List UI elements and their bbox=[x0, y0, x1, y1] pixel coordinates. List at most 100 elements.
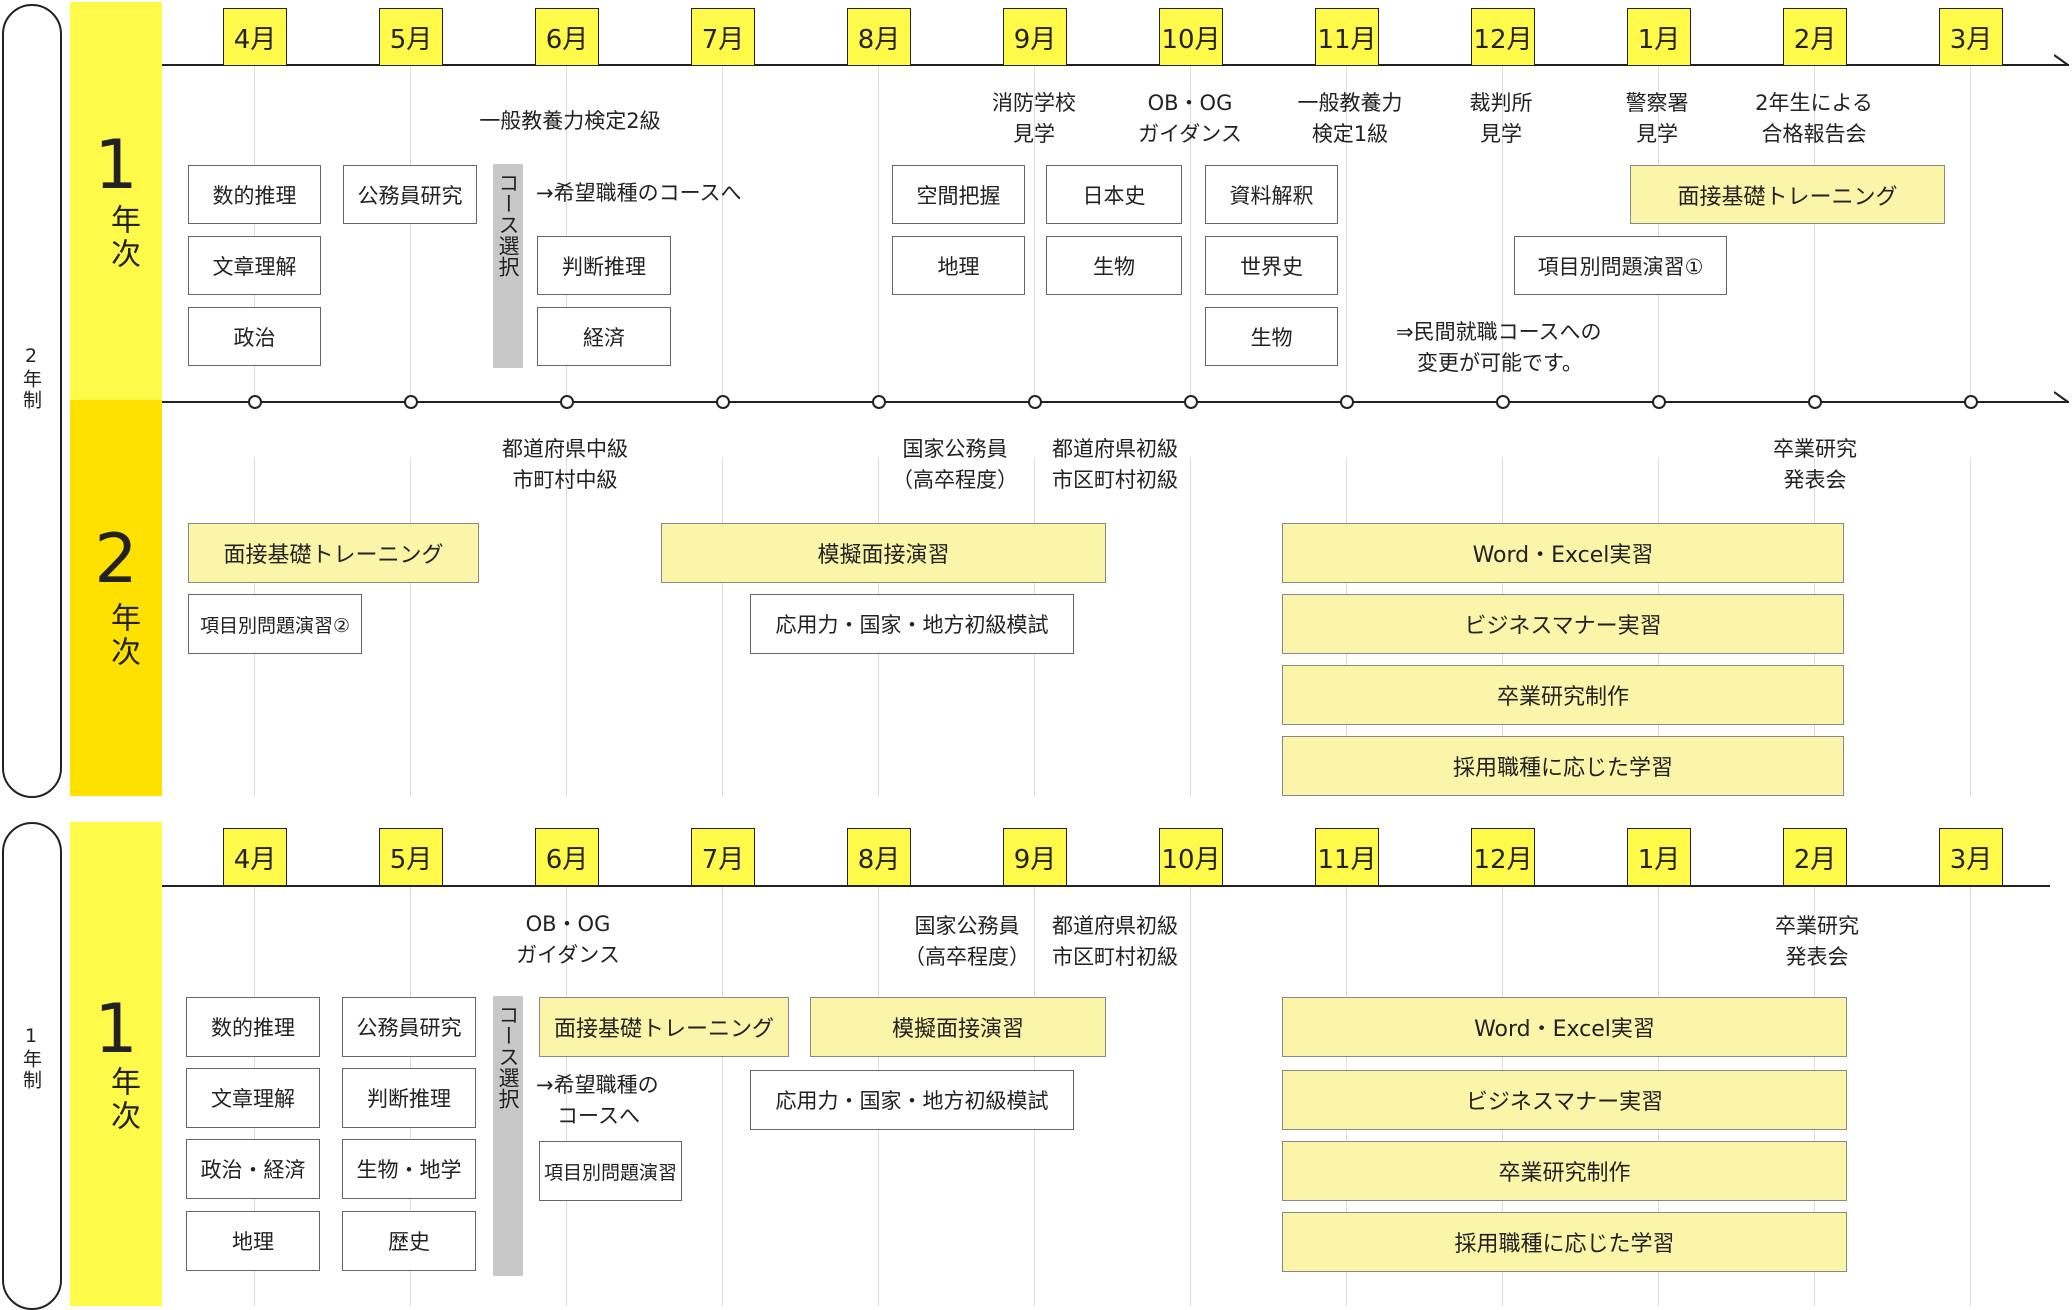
box-word-2y: Word・Excel実習 bbox=[1282, 523, 1844, 583]
box-mensetsu-kiso-2y-1: 面接基礎トレーニング bbox=[1630, 165, 1945, 224]
event-saiban: 裁判所 見学 bbox=[1469, 91, 1533, 146]
box-koumuin-1y: 公務員研究 bbox=[342, 997, 476, 1057]
event-obog-1y: OB・OG ガイダンス bbox=[516, 912, 620, 967]
event-kokka-2y: 国家公務員 （高卒程度） bbox=[892, 437, 1018, 492]
box-seibutsu-1y: 生物・地学 bbox=[342, 1139, 476, 1199]
course-select-bar-1y: コース選択 bbox=[493, 996, 523, 1276]
month-bottom-7: 7月 bbox=[691, 828, 755, 886]
event-sotsugyo-2y: 卒業研究 発表会 bbox=[1773, 437, 1857, 492]
box-oyo-2y: 応用力・国家・地方初級模試 bbox=[750, 594, 1074, 654]
two-year-band-year1 bbox=[70, 2, 162, 400]
month-top-10: 10月 bbox=[1159, 8, 1223, 66]
month-bottom-4: 4月 bbox=[223, 828, 287, 886]
year1-number: 1 bbox=[94, 126, 138, 205]
two-year-pill bbox=[2, 4, 62, 798]
box-seiji-2y: 政治 bbox=[188, 307, 321, 366]
month-top-4: 4月 bbox=[223, 8, 287, 66]
month-bottom-8: 8月 bbox=[847, 828, 911, 886]
box-koumoku-1y: 項目別問題演習 bbox=[539, 1141, 682, 1201]
box-nihonshi: 日本史 bbox=[1046, 165, 1182, 224]
month-bottom-12: 12月 bbox=[1471, 828, 1535, 886]
event-obog-top: OB・OG ガイダンス bbox=[1138, 91, 1242, 146]
box-saiyo-1y: 採用職種に応じた学習 bbox=[1282, 1212, 1847, 1272]
month-top-6: 6月 bbox=[535, 8, 599, 66]
box-oyo-1y: 応用力・国家・地方初級模試 bbox=[750, 1070, 1074, 1130]
year2-sub: 年次 bbox=[105, 602, 140, 670]
month-top-12: 12月 bbox=[1471, 8, 1535, 66]
event-report: 2年生による 合格報告会 bbox=[1755, 91, 1873, 146]
box-seiji-1y: 政治・経済 bbox=[186, 1139, 320, 1199]
box-chiri-1y: 地理 bbox=[186, 1211, 320, 1271]
one-year-number: 1 bbox=[94, 990, 138, 1069]
event-kentei2: 一般教養力検定2級 bbox=[479, 109, 661, 133]
box-keizai-2y: 経済 bbox=[537, 307, 671, 366]
one-year-label: 1年制 bbox=[20, 1025, 42, 1091]
month-bottom-6: 6月 bbox=[535, 828, 599, 886]
month-top-1: 1月 bbox=[1627, 8, 1691, 66]
event-shobo: 消防学校 見学 bbox=[992, 91, 1076, 146]
timeline-middle bbox=[162, 401, 2069, 403]
event-keisatsu: 警察署 見学 bbox=[1625, 91, 1689, 146]
timeline-middle-arrow bbox=[2054, 391, 2069, 403]
timeline-top bbox=[162, 64, 2069, 66]
box-suteki-2y: 数的推理 bbox=[188, 165, 321, 224]
month-top-11: 11月 bbox=[1315, 8, 1379, 66]
box-koumoku-2: 項目別問題演習② bbox=[188, 594, 362, 654]
course-note-1y: →希望職種の コースへ bbox=[536, 1073, 659, 1128]
year1-sub: 年次 bbox=[105, 204, 140, 272]
box-bunsho-2y: 文章理解 bbox=[188, 236, 321, 295]
box-handan-2y: 判断推理 bbox=[537, 236, 671, 295]
one-year-pill bbox=[2, 822, 62, 1310]
month-bottom-11: 11月 bbox=[1315, 828, 1379, 886]
box-bunsho-1y: 文章理解 bbox=[186, 1068, 320, 1128]
box-business-2y: ビジネスマナー実習 bbox=[1282, 594, 1844, 654]
timeline-top-arrow bbox=[2054, 54, 2069, 66]
box-seibutsu-2y-b: 生物 bbox=[1205, 307, 1338, 366]
box-saiyo-2y: 採用職種に応じた学習 bbox=[1282, 736, 1844, 796]
month-bottom-1: 1月 bbox=[1627, 828, 1691, 886]
box-word-1y: Word・Excel実習 bbox=[1282, 997, 1847, 1057]
box-seibutsu-2y-a: 生物 bbox=[1046, 236, 1182, 295]
event-kokka-1y: 国家公務員 （高卒程度） bbox=[904, 914, 1030, 969]
month-top-5: 5月 bbox=[379, 8, 443, 66]
box-mogi-1y: 模擬面接演習 bbox=[810, 997, 1106, 1057]
box-mogi-2y: 模擬面接演習 bbox=[661, 523, 1106, 583]
course-note-2y: →希望職種のコースへ bbox=[536, 181, 742, 205]
box-business-1y: ビジネスマナー実習 bbox=[1282, 1070, 1847, 1130]
box-koumuin-2y: 公務員研究 bbox=[343, 165, 477, 224]
month-bottom-2: 2月 bbox=[1783, 828, 1847, 886]
month-top-8: 8月 bbox=[847, 8, 911, 66]
one-year-sub: 年次 bbox=[105, 1066, 140, 1134]
event-sotsugyo-1y: 卒業研究 発表会 bbox=[1775, 914, 1859, 969]
box-handan-1y: 判断推理 bbox=[342, 1068, 476, 1128]
month-bottom-10: 10月 bbox=[1159, 828, 1223, 886]
month-top-2: 2月 bbox=[1783, 8, 1847, 66]
box-mensetsu-kiso-2y-2: 面接基礎トレーニング bbox=[188, 523, 479, 583]
timeline-bottom bbox=[162, 885, 2050, 887]
month-bottom-9: 9月 bbox=[1003, 828, 1067, 886]
box-koumoku-1: 項目別問題演習① bbox=[1514, 236, 1727, 295]
minkan-note: ⇒民間就職コースへの 変更が可能です。 bbox=[1396, 320, 1602, 375]
one-year-band bbox=[70, 822, 162, 1306]
month-top-3: 3月 bbox=[1939, 8, 2003, 66]
month-top-7: 7月 bbox=[691, 8, 755, 66]
event-todofuken-chu: 都道府県中級 市町村中級 bbox=[502, 437, 628, 492]
month-bottom-5: 5月 bbox=[379, 828, 443, 886]
box-rekishi-1y: 歴史 bbox=[342, 1211, 476, 1271]
box-suteki-1y: 数的推理 bbox=[186, 997, 320, 1057]
course-select-bar-2y: コース選択 bbox=[493, 164, 523, 368]
month-bottom-3: 3月 bbox=[1939, 828, 2003, 886]
event-todofuken-sho-1y: 都道府県初級 市区町村初級 bbox=[1052, 914, 1178, 969]
two-year-band-year2 bbox=[70, 400, 162, 796]
box-sotsuken-2y: 卒業研究制作 bbox=[1282, 665, 1844, 725]
box-sotsuken-1y: 卒業研究制作 bbox=[1282, 1141, 1847, 1201]
box-kukan: 空間把握 bbox=[892, 165, 1025, 224]
box-mensetsu-kiso-1y: 面接基礎トレーニング bbox=[539, 997, 789, 1057]
box-shiryo: 資料解釈 bbox=[1205, 165, 1338, 224]
event-todofuken-sho-2y: 都道府県初級 市区町村初級 bbox=[1052, 437, 1178, 492]
month-top-9: 9月 bbox=[1003, 8, 1067, 66]
box-sekaishi: 世界史 bbox=[1205, 236, 1338, 295]
box-chiri-2y: 地理 bbox=[892, 236, 1025, 295]
event-kentei1: 一般教養力 検定1級 bbox=[1297, 91, 1403, 146]
year2-number: 2 bbox=[94, 520, 138, 599]
